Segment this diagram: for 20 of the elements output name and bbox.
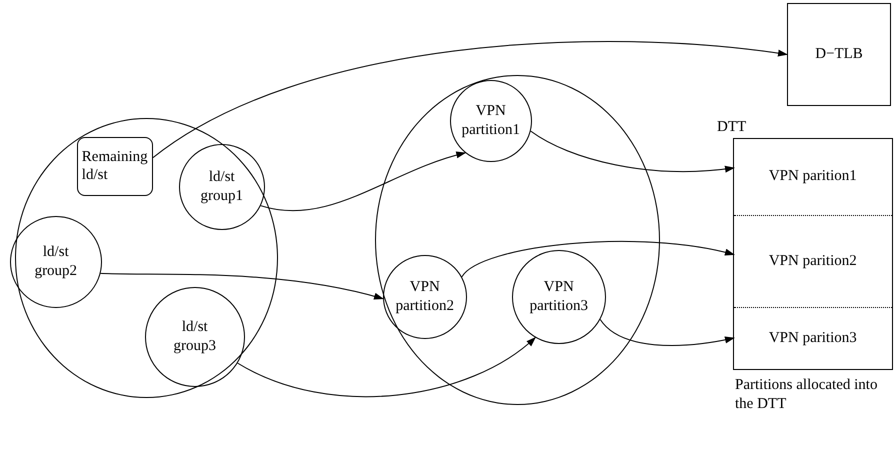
partition-circle: VPN partition3 xyxy=(512,250,606,344)
group-circle: ld/st group2 xyxy=(10,216,102,308)
arrow xyxy=(152,41,788,158)
table-row: VPN parition3 xyxy=(734,306,892,369)
table-row: VPN parition2 xyxy=(734,214,892,307)
note-text: Partitions allocated into the DTT xyxy=(735,376,878,414)
group-circle: ld/st group1 xyxy=(178,144,265,230)
group-circle xyxy=(375,75,660,405)
group-circle: ld/st group3 xyxy=(144,286,245,387)
partition-circle: VPN partition1 xyxy=(450,80,532,162)
table-row: VPN parition1 xyxy=(734,138,892,215)
arrow xyxy=(530,130,735,172)
table-box: D−TLB xyxy=(787,3,891,106)
arrow xyxy=(461,240,735,278)
partition-circle: VPN partition2 xyxy=(382,254,467,339)
rounded-box: Remaining ld/st xyxy=(76,136,153,196)
arrow xyxy=(260,152,466,212)
arrow xyxy=(100,272,384,300)
arrow xyxy=(600,319,735,346)
arrow xyxy=(237,336,536,398)
